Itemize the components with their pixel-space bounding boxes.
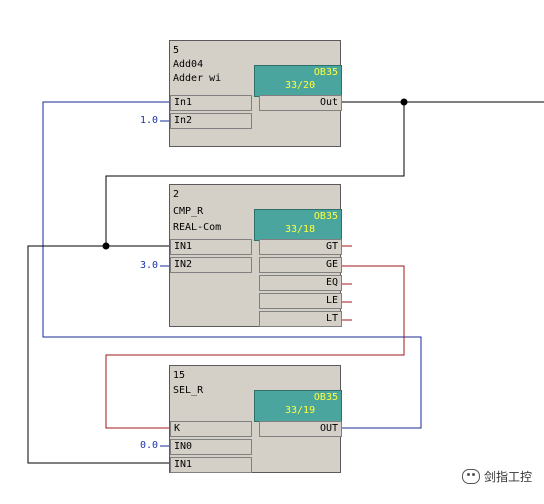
pin-lt[interactable]: LT bbox=[259, 311, 342, 327]
block-description: Adder wi bbox=[173, 73, 222, 84]
block-number: 5 bbox=[173, 45, 180, 56]
pin-in1[interactable]: IN1 bbox=[170, 457, 252, 473]
block-number: 2 bbox=[173, 189, 180, 200]
runtime-badge: OB35 33/18 bbox=[254, 209, 342, 241]
runtime-address: 33/18 bbox=[285, 224, 316, 235]
pin-out[interactable]: OUT bbox=[259, 421, 342, 437]
adder-block[interactable]: 5 Add04 Adder wi OB35 33/20 In1 In2 Out bbox=[169, 40, 342, 147]
pin-eq[interactable]: EQ bbox=[259, 275, 342, 291]
runtime-badge: OB35 33/20 bbox=[254, 65, 342, 97]
watermark: 剑指工控 bbox=[461, 468, 532, 485]
block-description: REAL-Com bbox=[173, 222, 222, 233]
pin-k[interactable]: K bbox=[170, 421, 252, 437]
wire-adder-in1-feedback bbox=[42, 101, 422, 429]
junction-dot bbox=[400, 98, 408, 106]
pin-in0[interactable]: IN0 bbox=[170, 439, 252, 455]
ob-label: OB35 bbox=[313, 67, 338, 78]
blue-wires bbox=[42, 101, 422, 447]
junction-dot bbox=[102, 242, 110, 250]
select-block[interactable]: 15 SEL_R OB35 33/19 K IN0 IN1 OUT bbox=[169, 365, 342, 473]
watermark-text: 剑指工控 bbox=[483, 470, 532, 484]
pin-in1[interactable]: IN1 bbox=[170, 239, 252, 255]
pin-le[interactable]: LE bbox=[259, 293, 342, 309]
constant-sel-in0[interactable]: 0.0 bbox=[139, 440, 158, 451]
black-wires bbox=[27, 101, 544, 464]
pin-ge[interactable]: GE bbox=[259, 257, 342, 273]
runtime-address: 33/20 bbox=[285, 80, 316, 91]
pin-in1[interactable]: In1 bbox=[170, 95, 252, 111]
red-wires bbox=[105, 245, 405, 429]
ob-label: OB35 bbox=[313, 392, 338, 403]
pin-in2[interactable]: In2 bbox=[170, 113, 252, 129]
wechat-icon bbox=[461, 469, 480, 484]
wire-cmp-in1-sel-in1 bbox=[27, 245, 169, 464]
wire-out-branch bbox=[105, 102, 405, 246]
constant-cmp-in2[interactable]: 3.0 bbox=[139, 260, 158, 271]
pin-in2[interactable]: IN2 bbox=[170, 257, 252, 273]
block-type: Add04 bbox=[173, 59, 204, 70]
block-number: 15 bbox=[173, 370, 186, 381]
block-type: SEL_R bbox=[173, 385, 204, 396]
compare-block[interactable]: 2 CMP_R REAL-Com OB35 33/18 IN1 IN2 GT G… bbox=[169, 184, 342, 327]
constant-add-in2[interactable]: 1.0 bbox=[139, 115, 158, 126]
runtime-address: 33/19 bbox=[285, 405, 316, 416]
runtime-badge: OB35 33/19 bbox=[254, 390, 342, 422]
pin-out[interactable]: Out bbox=[259, 95, 342, 111]
pin-gt[interactable]: GT bbox=[259, 239, 342, 255]
block-type: CMP_R bbox=[173, 206, 204, 217]
ob-label: OB35 bbox=[313, 211, 338, 222]
wire-ge-to-k bbox=[105, 265, 405, 429]
